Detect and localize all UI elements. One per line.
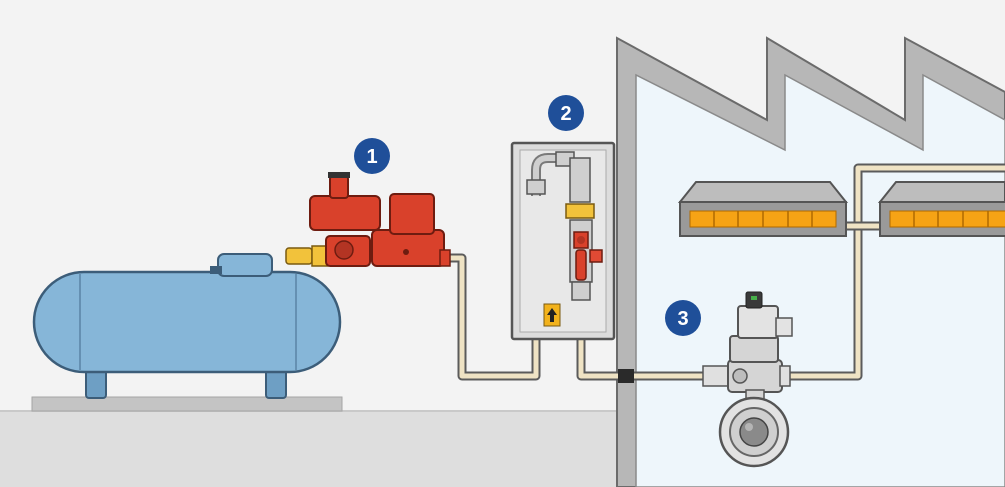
building-interior	[635, 73, 1005, 487]
gas-control-cabinet-icon	[510, 141, 616, 341]
tank-valve-dome	[217, 253, 273, 277]
badge-3: 3	[665, 300, 701, 336]
solenoid-cap-led	[751, 296, 757, 300]
gas-filter-icon	[565, 203, 595, 219]
regulator-bolt	[403, 249, 409, 255]
badge-2-label: 2	[560, 103, 571, 125]
up-arrow-icon	[543, 303, 561, 327]
factory-building	[616, 36, 1005, 487]
solenoid-coil	[737, 305, 779, 339]
solenoid-port	[732, 368, 748, 384]
regulator-vent-cap	[329, 175, 349, 199]
solenoid-outlet-nut	[779, 365, 791, 387]
meter-core	[739, 417, 769, 447]
regulator-cap-top	[328, 172, 350, 178]
ball-valve-icon	[573, 231, 603, 281]
badge-1-label: 1	[366, 146, 377, 168]
cabinet-outlet-nut	[571, 281, 591, 301]
propane-tank-icon	[31, 253, 343, 412]
regulator-inlet-fitting	[285, 247, 313, 265]
badge-3-label: 3	[677, 308, 688, 330]
regulator-gauge	[334, 240, 354, 260]
tank-body	[32, 270, 342, 374]
tank-valve-cap	[210, 266, 222, 274]
solenoid-inlet-nut	[702, 365, 730, 387]
solenoid-connector	[775, 317, 793, 337]
cabinet-tee	[569, 157, 591, 203]
gas-pressure-regulator-icon	[285, 172, 451, 267]
heater-right-housing	[877, 181, 1005, 203]
heater-left-housing	[677, 181, 849, 203]
meter-highlight	[745, 423, 753, 431]
cabinet-elbow-nut	[526, 179, 546, 195]
solenoid-coil-base	[729, 335, 779, 363]
heater-right-glow	[889, 210, 1005, 228]
tank-base-slab	[31, 396, 343, 412]
badge-2: 2	[548, 95, 584, 131]
radiant-heater-icon	[677, 181, 849, 237]
regulator-upper-housing	[309, 195, 381, 231]
radiant-heater-icon	[877, 181, 1005, 237]
solenoid-valve-icon	[702, 291, 793, 468]
badge-1: 1	[354, 138, 390, 174]
regulator-body-second-stage	[371, 229, 445, 267]
regulator-outlet	[439, 249, 451, 267]
wall-sleeve	[618, 369, 634, 383]
regulator-bonnet	[389, 193, 435, 235]
